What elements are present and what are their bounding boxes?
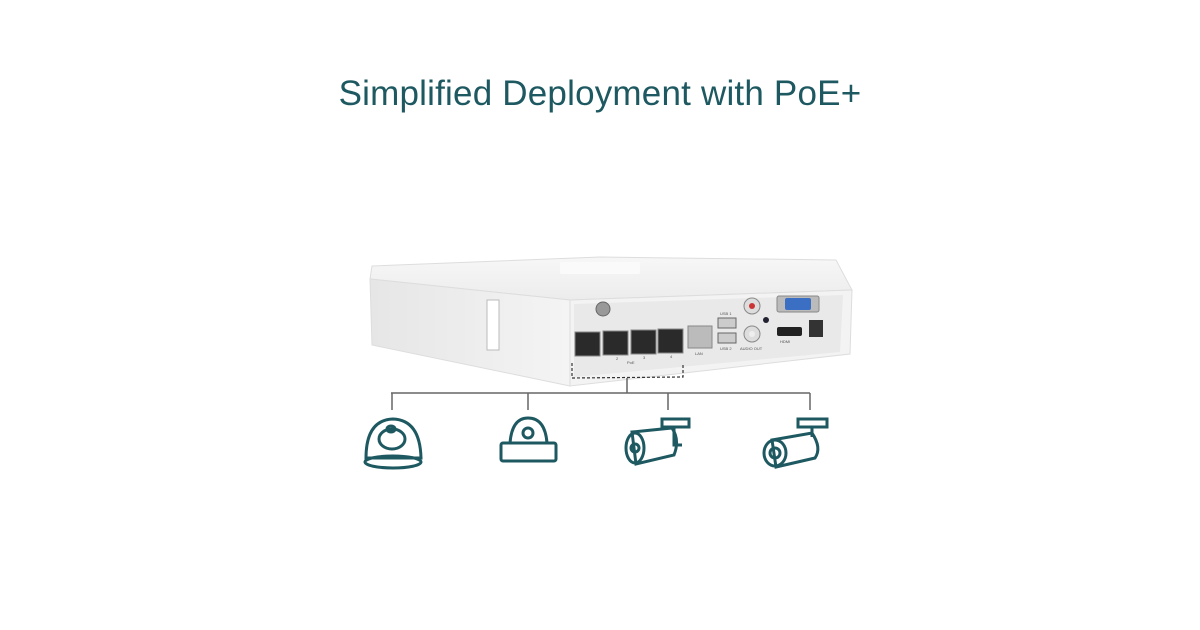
poe-label: PoE <box>627 360 635 365</box>
hdmi-port <box>777 327 802 336</box>
usb1-port <box>717 317 737 329</box>
power-port <box>809 320 823 337</box>
page-title: Simplified Deployment with PoE+ <box>338 74 862 113</box>
hdmi-label: HDMI <box>780 339 790 344</box>
connection-lines <box>391 378 811 410</box>
lan-port <box>687 325 713 349</box>
port-number: 4 <box>670 354 673 359</box>
audio-out-label: AUDIO OUT <box>740 346 763 351</box>
poe-ports: PoE 2 3 4 <box>574 328 684 365</box>
usb2-label: USB 2 <box>720 346 732 351</box>
dome-camera-icon <box>499 416 558 463</box>
bullet-camera-icon <box>762 417 829 469</box>
vga-port <box>785 298 811 310</box>
bullet-camera-icon <box>624 417 691 466</box>
turret-camera-icon <box>363 417 423 470</box>
usb2-port <box>717 332 737 344</box>
port-number: 3 <box>643 355 646 360</box>
port-number: 2 <box>616 356 619 361</box>
lan-label: LAN <box>695 351 703 356</box>
nvr-device: PoE 2 3 4 LAN USB 1 USB 2 AUDIO OUT HDMI <box>369 256 853 387</box>
usb1-label: USB 1 <box>720 311 732 316</box>
